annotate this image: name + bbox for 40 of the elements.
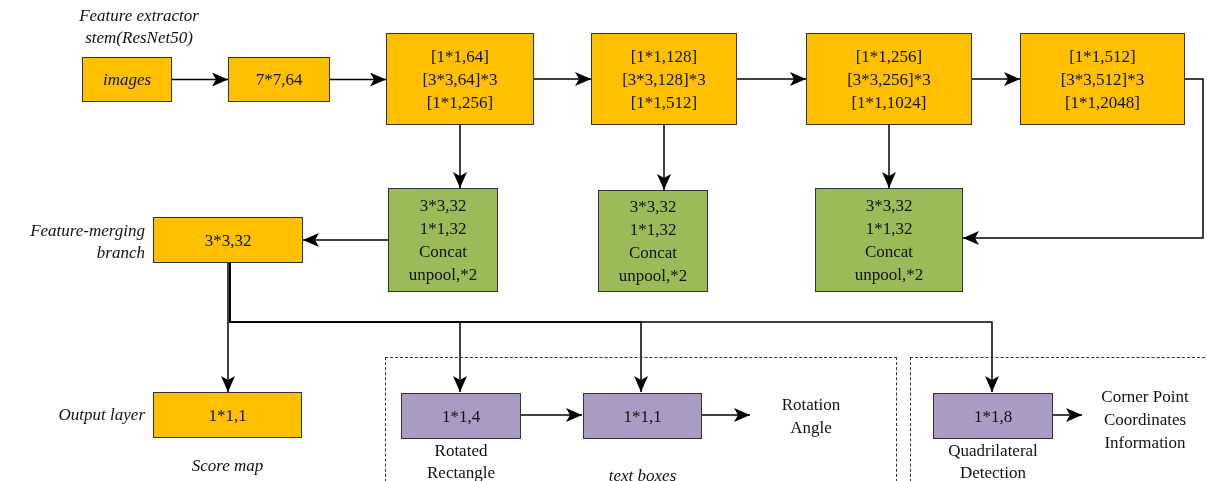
arrow (657, 124, 671, 191)
layer-box: 1*1,1 (583, 393, 702, 439)
arrow (882, 124, 896, 189)
layer-box: [1*1,128] [3*3,128]*3 [1*1,512] (591, 33, 737, 125)
dashed-region (385, 357, 897, 481)
arrow (736, 72, 807, 86)
dashed-region (910, 357, 1207, 481)
layer-box: 3*3,32 1*1,32 Concat unpool,*2 (815, 188, 963, 292)
node-caption: Score map (190, 455, 265, 477)
arrow (700, 408, 751, 422)
layer-box: 3*3,32 1*1,32 Concat unpool,*2 (388, 188, 498, 292)
arrow (533, 72, 592, 86)
node-caption: Feature-merging branch (29, 220, 145, 264)
layer-box: images (82, 57, 172, 102)
arrow (171, 72, 229, 87)
arrow (329, 72, 387, 87)
layer-box: 7*7,64 (228, 57, 330, 102)
layer-box: 1*1,1 (153, 392, 302, 438)
arrow (221, 262, 235, 393)
layer-box: [1*1,64] [3*3,64]*3 [1*1,256] (386, 33, 534, 125)
arrow (302, 233, 389, 247)
layer-box: 1*1,4 (401, 393, 521, 439)
arrow (962, 78, 1204, 245)
arrow (453, 124, 467, 189)
layer-box: 3*3,32 (153, 217, 303, 263)
node-caption: Quadrilateral Detection (947, 440, 1039, 481)
arrow (519, 408, 583, 422)
node-caption: Output layer (57, 404, 145, 426)
arrow (1051, 408, 1083, 422)
output-label: Rotation Angle (780, 394, 842, 439)
arrow (971, 72, 1021, 86)
layer-box: 1*1,8 (933, 393, 1053, 439)
arrow (229, 262, 999, 393)
node-caption: text boxes (607, 465, 678, 481)
layer-box: [1*1,512] [3*3,512]*3 [1*1,2048] (1020, 33, 1185, 125)
layer-box: [1*1,256] [3*3,256]*3 [1*1,1024] (806, 33, 972, 125)
node-caption: Rotated Rectangle (426, 440, 496, 481)
node-caption: Feature extractor stem(ResNet50) (78, 5, 200, 49)
layer-box: 3*3,32 1*1,32 Concat unpool,*2 (598, 190, 708, 292)
output-label: Corner Point Coordinates Information (1100, 385, 1190, 454)
